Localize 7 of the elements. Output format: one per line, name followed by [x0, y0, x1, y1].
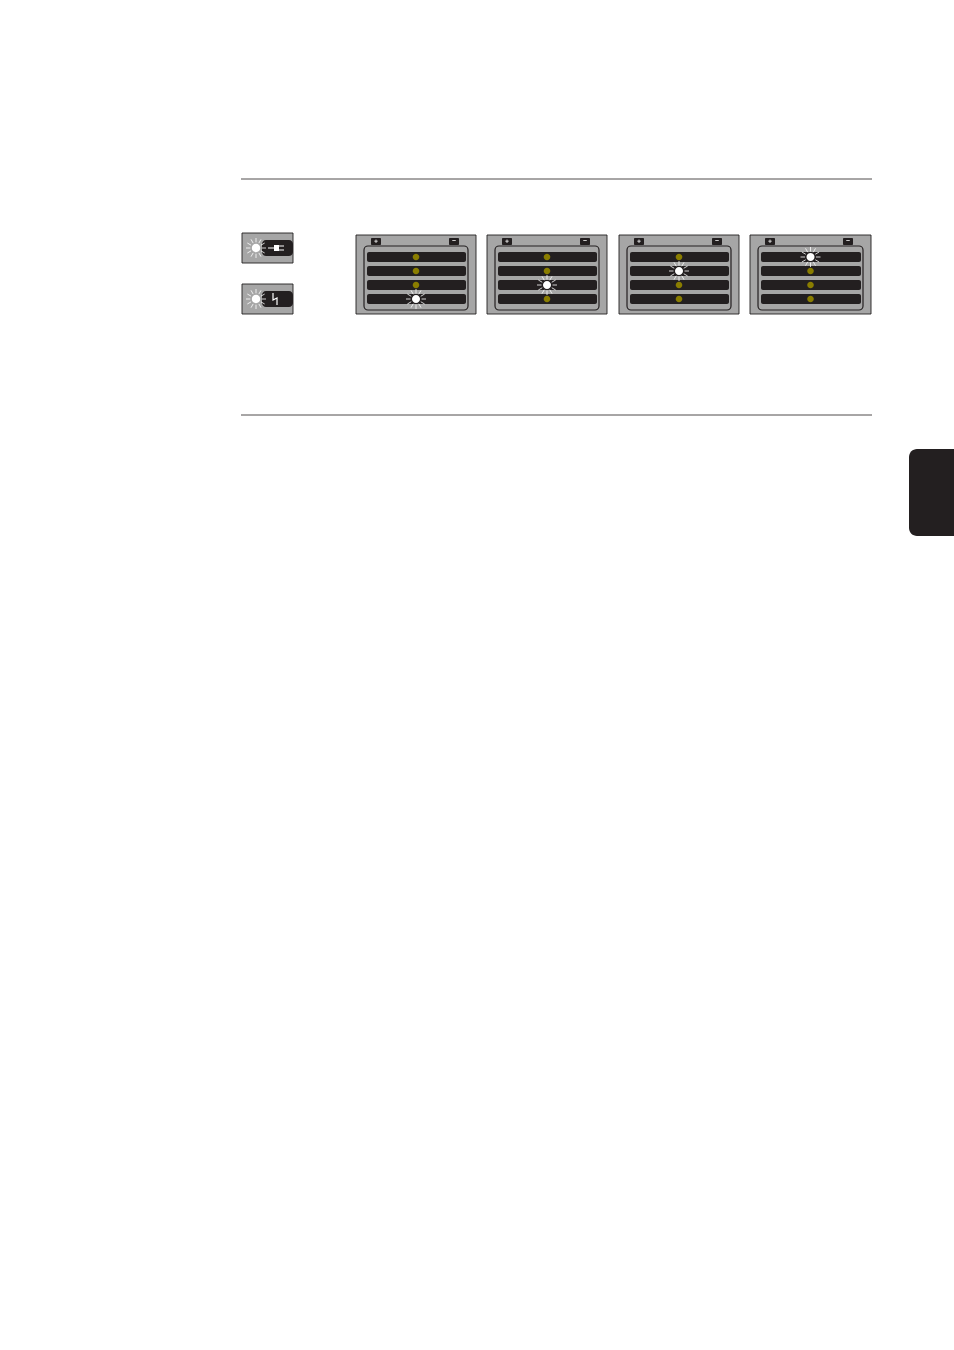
battery-indicator-drawing — [618, 234, 740, 315]
indicator-icon — [241, 232, 294, 264]
side-tab — [909, 449, 954, 536]
indicator-icon — [241, 283, 294, 315]
battery-indicator-drawing — [486, 234, 608, 315]
battery-indicator-drawing — [749, 234, 872, 315]
battery-indicator-drawing — [355, 234, 477, 315]
